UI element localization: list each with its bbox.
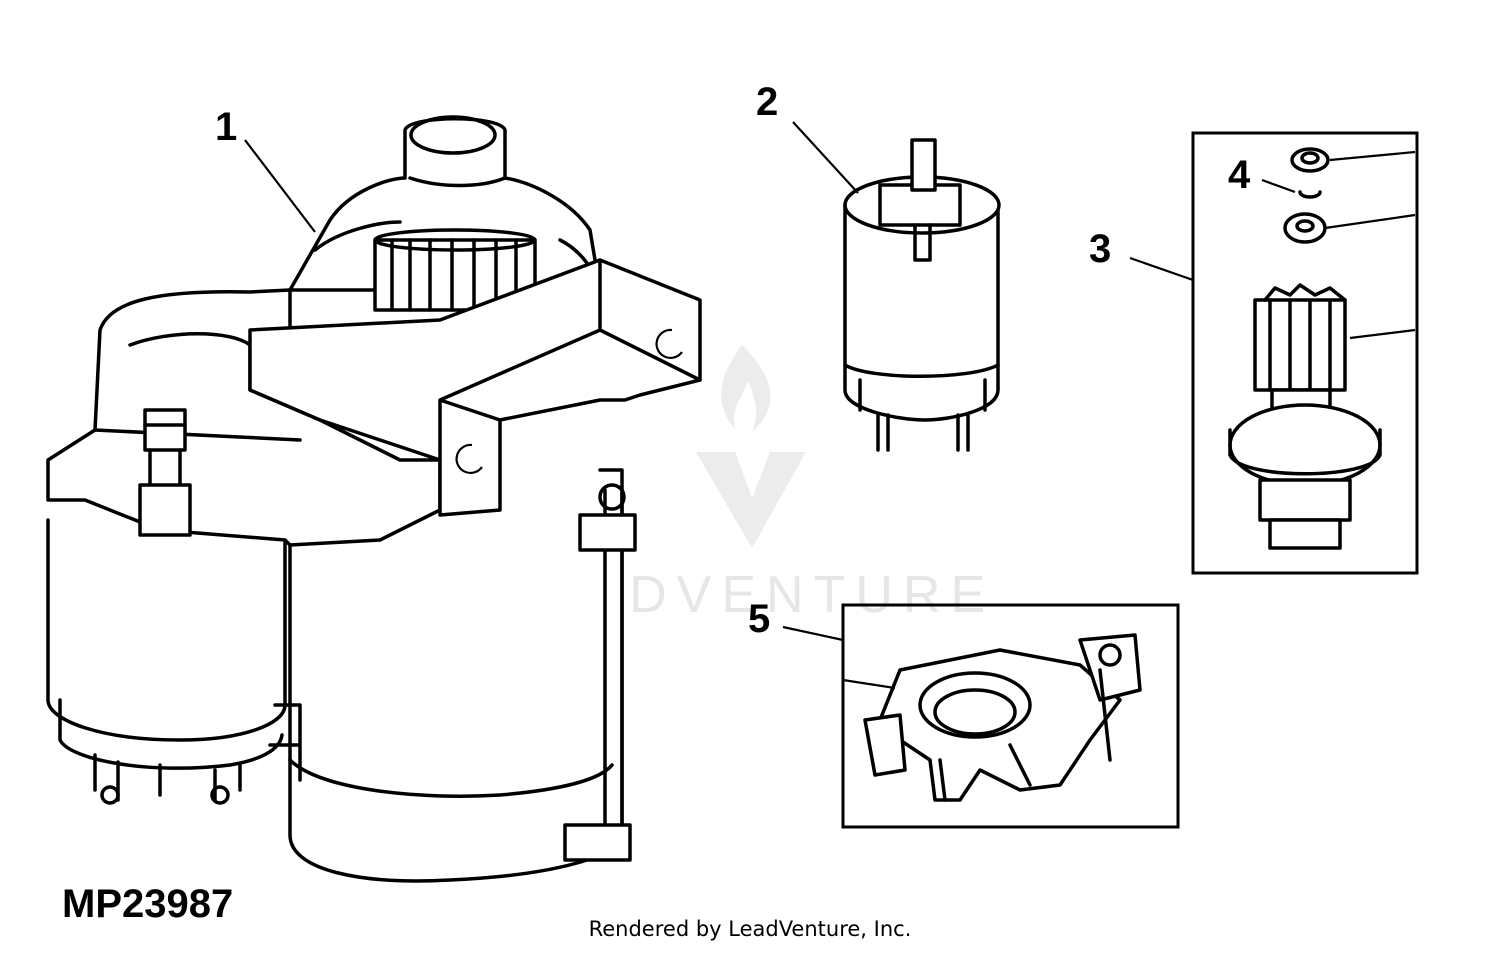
callout-4: 4 [1228,153,1251,197]
part-5-brush-holder [841,603,1180,829]
leader-5-inner [842,678,896,690]
credit-text: Rendered by LeadVenture, Inc. [589,917,912,941]
callout-2: 2 [756,80,778,124]
callout-1: 1 [215,105,237,149]
leader-5 [782,625,844,642]
callout-numbers: 1 2 3 4 5 [215,80,1251,641]
callout-5: 5 [748,597,770,641]
callout-3: 3 [1089,227,1111,271]
leader-1 [244,139,316,233]
part-2-solenoid [843,138,1001,452]
leader-3 [1129,256,1194,282]
leader-2 [792,121,859,194]
diagram-code: MP23987 [62,882,233,926]
flame-v-logo-icon [696,345,806,548]
part-1-starter-motor [46,115,702,883]
part-3-box [1191,131,1419,575]
leader-lines [244,121,1296,690]
part-3-drive-assembly [1191,131,1419,575]
part-5-box [841,603,1180,829]
leader-4 [1261,178,1296,194]
